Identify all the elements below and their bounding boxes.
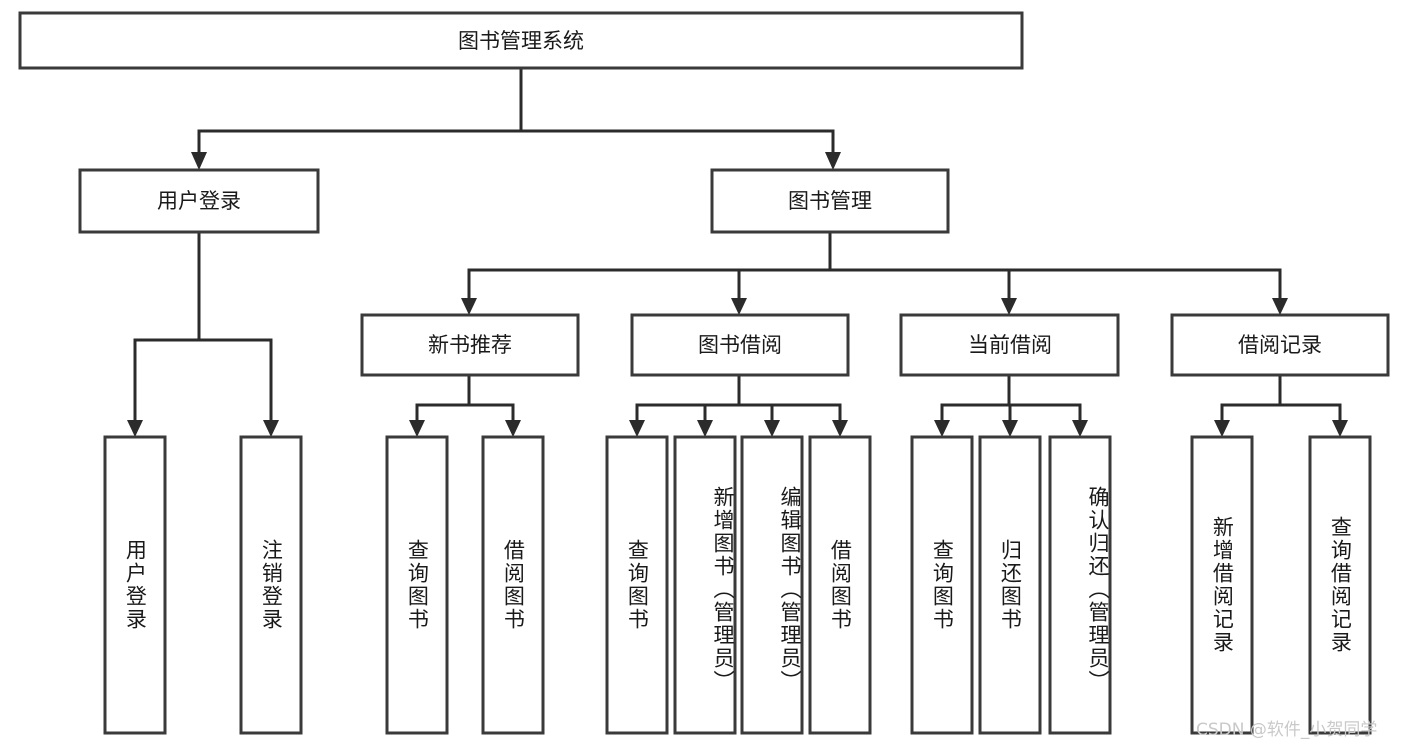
node-leaf-add-book-admin[interactable] xyxy=(673,435,737,735)
node-leaf-borrow-book-1-label: 借阅图书 xyxy=(501,539,526,631)
connector-root-to-level2 xyxy=(191,66,841,170)
node-leaf-borrow-book-1[interactable] xyxy=(481,435,545,735)
node-leaf-confirm-return-admin-label: 确认归还（管理员） xyxy=(1086,485,1110,693)
node-leaf-borrow-book-2[interactable] xyxy=(808,435,872,735)
node-leaf-query-book-1-label: 查询图书 xyxy=(405,539,430,631)
node-book-management[interactable]: 图书管理 xyxy=(710,168,950,234)
node-leaf-query-book-1[interactable] xyxy=(385,435,449,735)
node-new-book-recommend[interactable]: 新书推荐 xyxy=(360,313,580,377)
csdn-watermark: CSDN @软件_小贺同学 xyxy=(1196,720,1378,740)
node-borrow-record-label: 借阅记录 xyxy=(1238,333,1322,357)
node-leaf-user-login-label: 用户登录 xyxy=(123,539,148,631)
node-leaf-query-book-2-label: 查询图书 xyxy=(625,539,650,631)
node-leaf-query-book-3-label: 查询图书 xyxy=(930,539,955,631)
node-book-borrow-label: 图书借阅 xyxy=(698,333,782,357)
node-user-login-label: 用户登录 xyxy=(157,189,241,213)
node-leaf-add-borrow-record[interactable] xyxy=(1190,435,1254,735)
node-leaf-logout-login-label: 注销登录 xyxy=(259,539,284,631)
node-leaf-borrow-book-2-label: 借阅图书 xyxy=(828,539,853,631)
node-leaf-add-borrow-record-label: 新增借阅记录 xyxy=(1210,516,1235,654)
node-leaf-query-borrow-record[interactable] xyxy=(1308,435,1372,735)
node-new-book-recommend-label: 新书推荐 xyxy=(428,333,512,357)
node-leaf-query-book-2[interactable] xyxy=(605,435,669,735)
node-leaf-query-book-3[interactable] xyxy=(910,435,974,735)
node-book-borrow[interactable]: 图书借阅 xyxy=(630,313,850,377)
node-leaf-user-login[interactable] xyxy=(103,435,167,735)
connector-bookmgmt-to-level3 xyxy=(461,230,1288,315)
node-leaf-query-borrow-record-label: 查询借阅记录 xyxy=(1328,516,1353,654)
node-root-system-label: 图书管理系统 xyxy=(458,29,584,53)
node-leaf-edit-book-admin-label: 编辑图书（管理员） xyxy=(778,485,802,693)
node-user-login[interactable]: 用户登录 xyxy=(78,168,320,234)
node-leaf-return-book-label: 归还图书 xyxy=(998,539,1023,631)
connector-userlogin-to-leaves xyxy=(127,230,279,437)
node-borrow-record[interactable]: 借阅记录 xyxy=(1170,313,1390,377)
node-current-borrow[interactable]: 当前借阅 xyxy=(899,313,1120,377)
connector-borrowrecord-to-leaves xyxy=(1214,373,1348,437)
node-leaf-add-book-admin-label: 新增图书（管理员） xyxy=(711,485,735,693)
node-book-management-label: 图书管理 xyxy=(788,189,872,213)
connector-newbook-to-leaves xyxy=(409,373,521,437)
connector-bookborrow-to-leaves xyxy=(629,373,848,437)
node-leaf-edit-book-admin[interactable] xyxy=(740,435,804,735)
node-leaf-logout-login[interactable] xyxy=(239,435,303,735)
node-leaf-confirm-return-admin[interactable] xyxy=(1048,435,1112,735)
connector-currentborrow-to-leaves xyxy=(934,373,1088,437)
node-current-borrow-label: 当前借阅 xyxy=(968,333,1052,357)
node-root-system[interactable]: 图书管理系统 xyxy=(18,11,1024,70)
node-leaf-return-book[interactable] xyxy=(978,435,1042,735)
